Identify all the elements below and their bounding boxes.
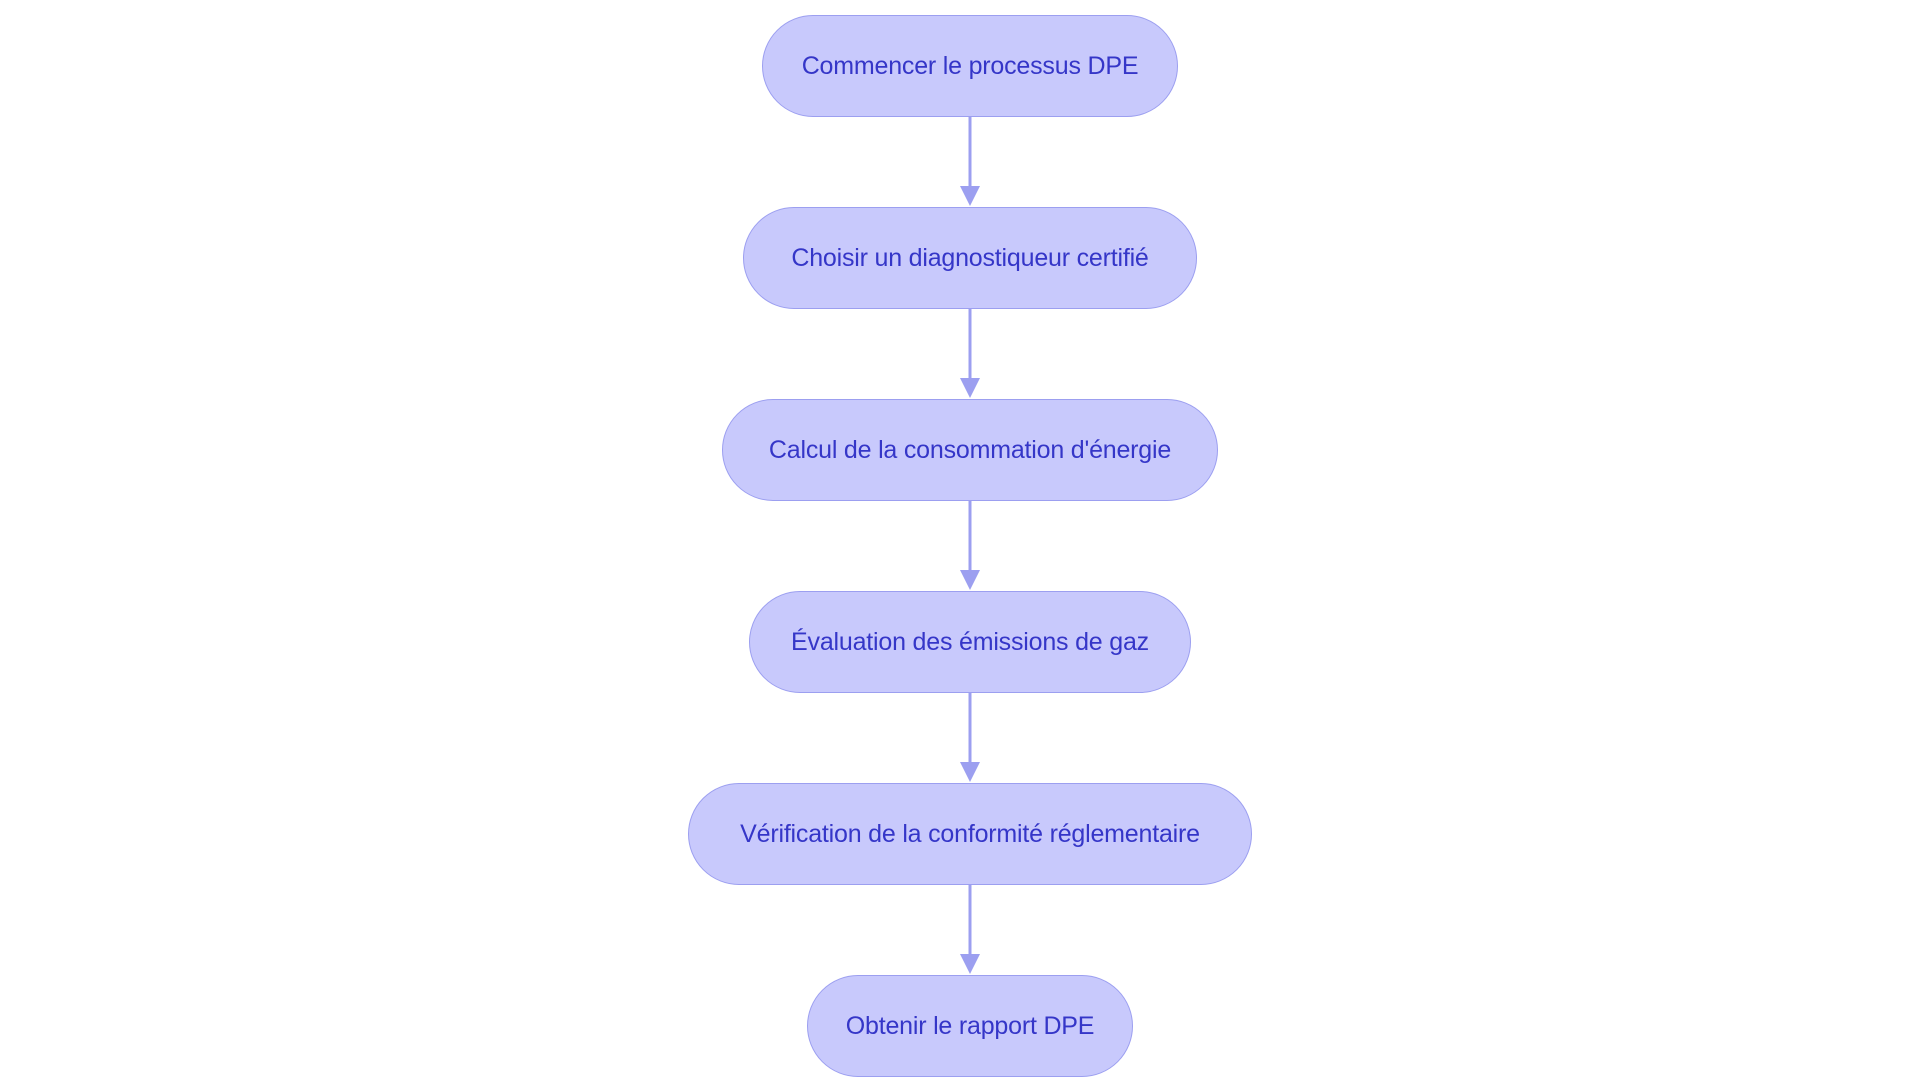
step-start-dpe-process: Commencer le processus DPE bbox=[762, 15, 1178, 117]
step-label: Calcul de la consommation d'énergie bbox=[768, 435, 1172, 464]
step-label: Commencer le processus DPE bbox=[801, 51, 1139, 80]
arrow-2 bbox=[960, 309, 980, 398]
arrow-5 bbox=[960, 885, 980, 974]
step-label: Obtenir le rapport DPE bbox=[845, 1011, 1095, 1040]
step-gas-emissions-evaluation: Évaluation des émissions de gaz bbox=[749, 591, 1191, 693]
step-regulatory-compliance-check: Vérification de la conformité réglementa… bbox=[688, 783, 1252, 885]
step-label: Évaluation des émissions de gaz bbox=[791, 627, 1149, 656]
step-choose-certified-diagnostician: Choisir un diagnostiqueur certifié bbox=[743, 207, 1197, 309]
arrow-3 bbox=[960, 501, 980, 590]
step-label: Vérification de la conformité réglementa… bbox=[740, 819, 1200, 848]
step-obtain-dpe-report: Obtenir le rapport DPE bbox=[807, 975, 1133, 1077]
arrow-1 bbox=[960, 117, 980, 206]
arrow-4 bbox=[960, 693, 980, 782]
step-label: Choisir un diagnostiqueur certifié bbox=[791, 243, 1149, 272]
step-energy-consumption-calculation: Calcul de la consommation d'énergie bbox=[722, 399, 1218, 501]
